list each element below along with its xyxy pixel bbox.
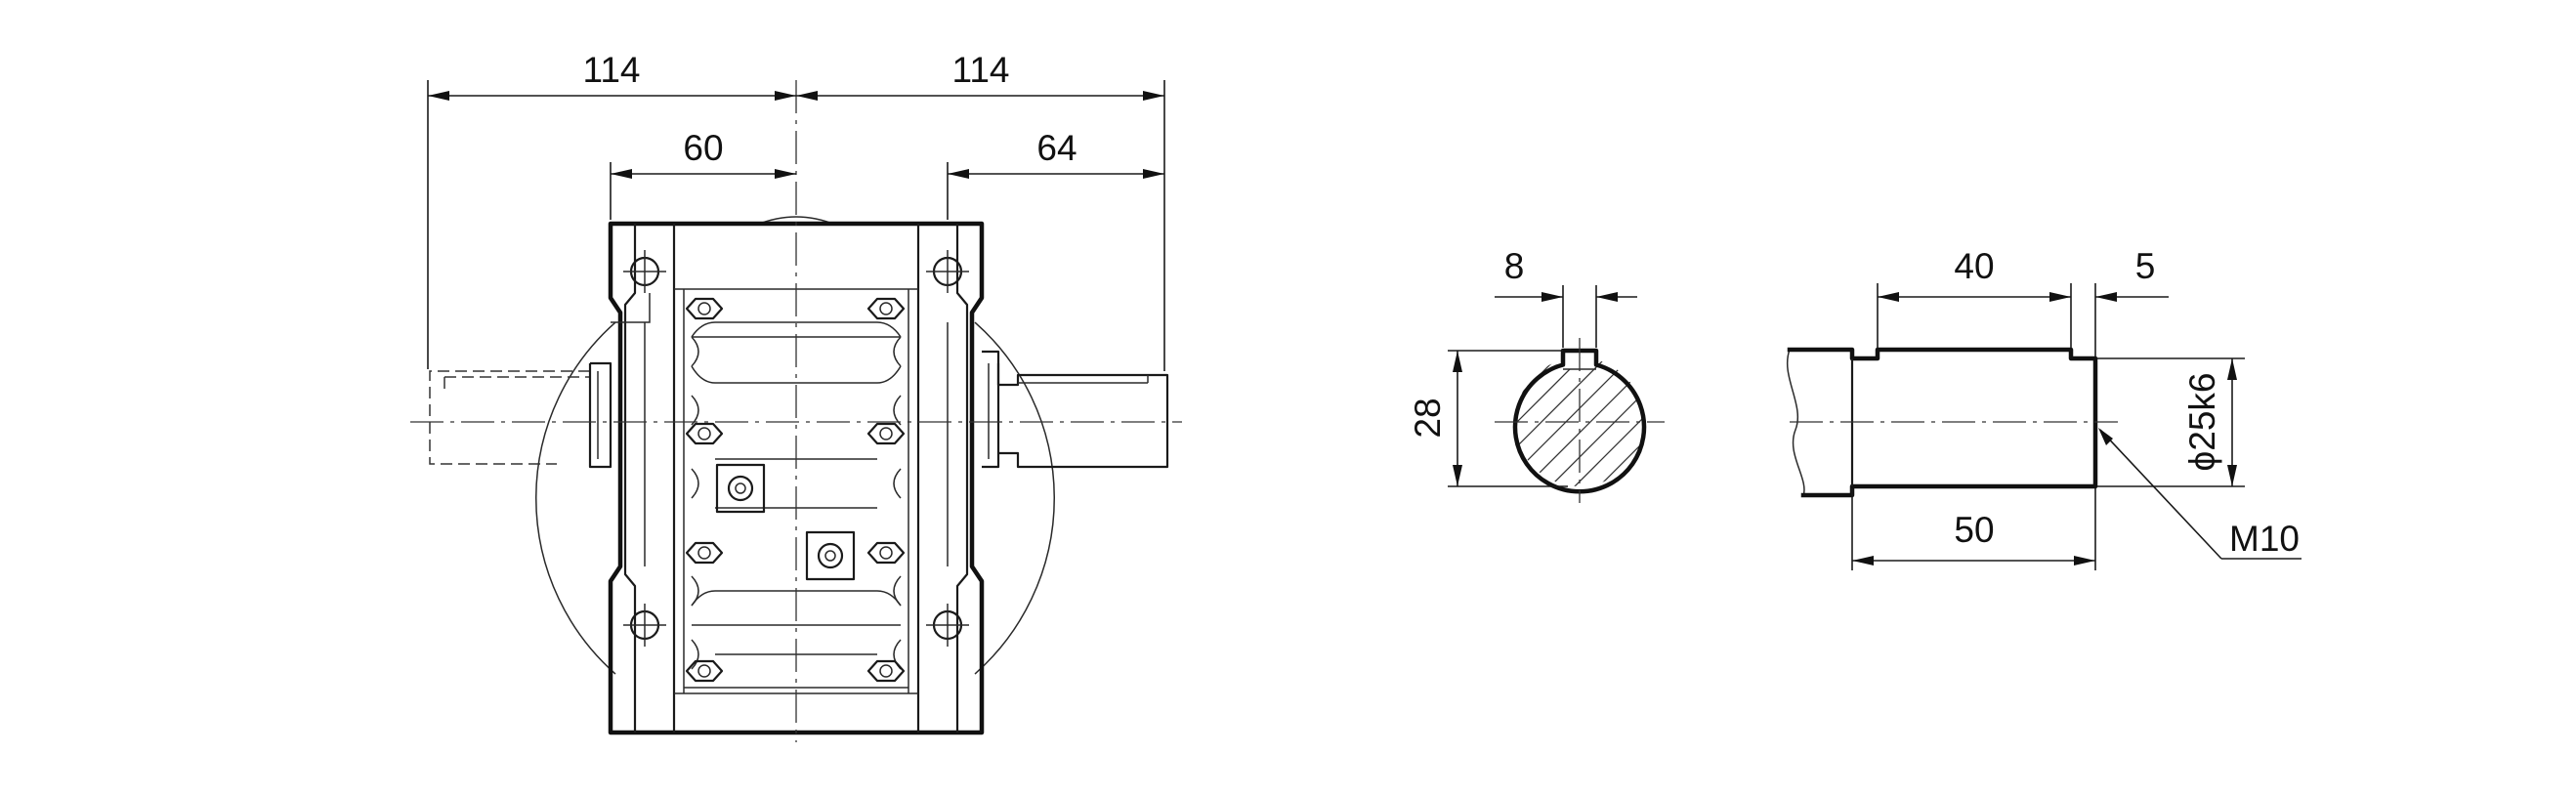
output-shaft: [996, 363, 1169, 469]
dim-key-length: 40: [1954, 246, 1994, 286]
shaft-side-view: [1786, 347, 2118, 498]
housing-arc-right: [974, 321, 1056, 675]
dim-key-offset: 5: [2135, 246, 2156, 286]
shaft-section-outline: [1512, 348, 1647, 494]
corner-bolt-holes: [623, 250, 969, 647]
dim-diameter: ϕ25k6: [2182, 373, 2222, 472]
dim-thread: M10: [2229, 519, 2300, 559]
dim-shaft-length: 50: [1954, 510, 1994, 550]
dim-flange-right: 64: [1036, 128, 1077, 168]
dim-flange-left: 60: [683, 128, 723, 168]
dim-overall-left: 114: [583, 50, 641, 90]
shaft-section-dimensions: 8 28: [1408, 246, 1637, 487]
shaft-cross-section: [1495, 338, 1665, 503]
shaft-body-outline: [1787, 347, 2098, 498]
oil-plugs: [715, 463, 856, 581]
hex-bolts: [685, 297, 906, 683]
dim-key-height: 28: [1408, 398, 1448, 438]
dim-overall-right: 114: [952, 50, 1010, 90]
input-shaft-hidden: [429, 370, 590, 465]
housing-arc-left: [534, 321, 616, 675]
front-view-dimensions: 114 114 60 64: [427, 50, 1165, 371]
gearbox-front-view: [410, 80, 1182, 742]
gearbox-body-outline: [608, 221, 985, 735]
dim-key-width: 8: [1504, 246, 1525, 286]
shaft-side-dimensions: 40 5 50 ϕ25k6 M10: [1851, 246, 2302, 570]
shaft-break-line: [1786, 349, 1805, 497]
